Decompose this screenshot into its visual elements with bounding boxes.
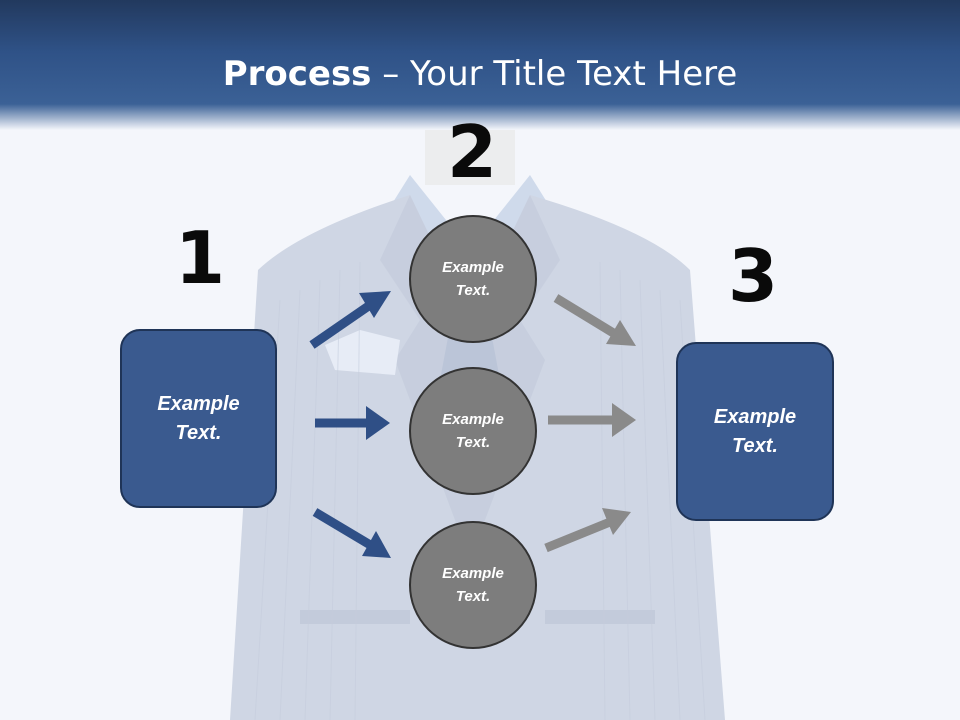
title-rest: – Your Title Text Here — [371, 54, 738, 94]
step-3-text: Example Text. — [714, 403, 796, 461]
step-2-circle-2[interactable]: Example Text. — [409, 367, 537, 495]
arrow-from-circle-1 — [553, 294, 636, 346]
step-1-box[interactable]: Example Text. — [120, 329, 277, 508]
circle-3-line2: Text. — [455, 588, 491, 605]
circle-1-line2: Text. — [455, 282, 491, 299]
arrow-to-circle-2 — [315, 406, 390, 440]
step-1-line2: Text. — [175, 421, 222, 444]
title-bar — [0, 0, 960, 130]
step-number-2: 2 — [446, 110, 498, 194]
circle-2-line1: Example — [442, 411, 504, 428]
circle-2-line2: Text. — [455, 434, 491, 451]
circle-1-line1: Example — [442, 259, 504, 276]
step-number-1: 1 — [174, 216, 226, 300]
title-bold: Process — [222, 54, 372, 94]
step-1-text: Example Text. — [157, 390, 239, 448]
step-3-box[interactable]: Example Text. — [676, 342, 834, 521]
step-1-line1: Example — [157, 392, 240, 415]
arrow-to-circle-3 — [312, 508, 391, 558]
arrow-to-circle-1 — [309, 291, 391, 349]
step-2-circle-1[interactable]: Example Text. — [409, 215, 537, 343]
arrow-from-circle-2 — [548, 403, 636, 437]
circle-3-line1: Example — [442, 565, 504, 582]
step-3-line1: Example — [713, 405, 797, 428]
arrow-from-circle-3 — [544, 508, 631, 553]
step-2-circle-3[interactable]: Example Text. — [409, 521, 537, 649]
slide-title: Process – Your Title Text Here — [0, 52, 960, 96]
step-number-3: 3 — [727, 234, 779, 318]
step-3-line2: Text. — [732, 434, 778, 457]
